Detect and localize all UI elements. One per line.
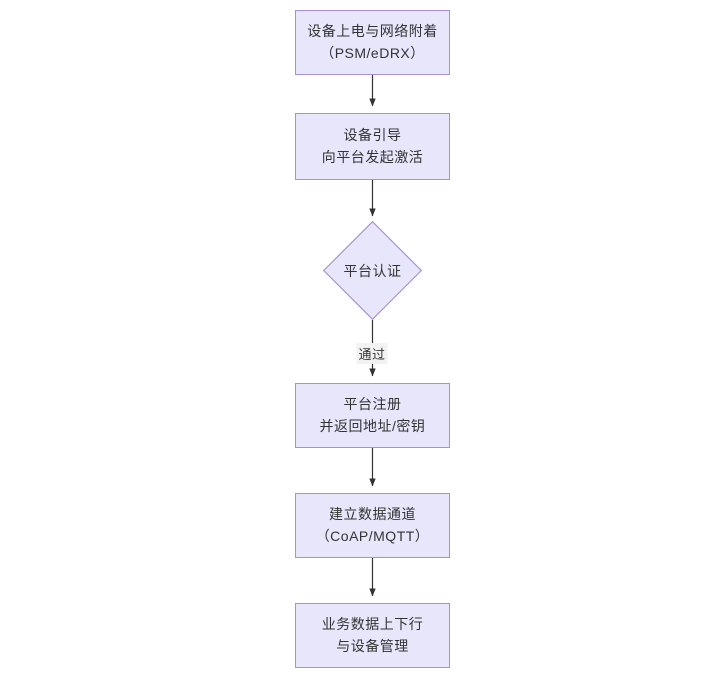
node-data-channel-line2: （CoAP/MQTT） bbox=[315, 527, 430, 544]
node-platform-auth-label: 平台认证 bbox=[343, 262, 402, 279]
node-data-channel[interactable]: 建立数据通道 （CoAP/MQTT） bbox=[295, 493, 450, 558]
node-platform-register-line2: 并返回地址/密钥 bbox=[319, 417, 426, 434]
edge-label-pass: 通过 bbox=[356, 343, 388, 364]
node-power-on[interactable]: 设备上电与网络附着 （PSM/eDRX） bbox=[295, 10, 450, 75]
node-data-channel-line1: 建立数据通道 bbox=[329, 505, 416, 522]
node-platform-register-line1: 平台注册 bbox=[343, 395, 402, 412]
node-business-data[interactable]: 业务数据上下行 与设备管理 bbox=[295, 603, 450, 668]
node-power-on-line2: （PSM/eDRX） bbox=[320, 44, 425, 61]
node-business-data-line2: 与设备管理 bbox=[336, 637, 409, 654]
node-platform-auth[interactable]: 平台认证 bbox=[323, 221, 422, 320]
node-business-data-line1: 业务数据上下行 bbox=[321, 615, 424, 632]
node-power-on-line1: 设备上电与网络附着 bbox=[307, 22, 438, 39]
node-platform-register[interactable]: 平台注册 并返回地址/密钥 bbox=[295, 383, 450, 448]
node-bootstrap[interactable]: 设备引导 向平台发起激活 bbox=[295, 113, 450, 180]
diamond-shape-icon bbox=[323, 221, 422, 320]
edge-label-pass-text: 通过 bbox=[358, 347, 386, 362]
node-bootstrap-line2: 向平台发起激活 bbox=[321, 148, 424, 165]
node-bootstrap-line1: 设备引导 bbox=[343, 126, 402, 143]
